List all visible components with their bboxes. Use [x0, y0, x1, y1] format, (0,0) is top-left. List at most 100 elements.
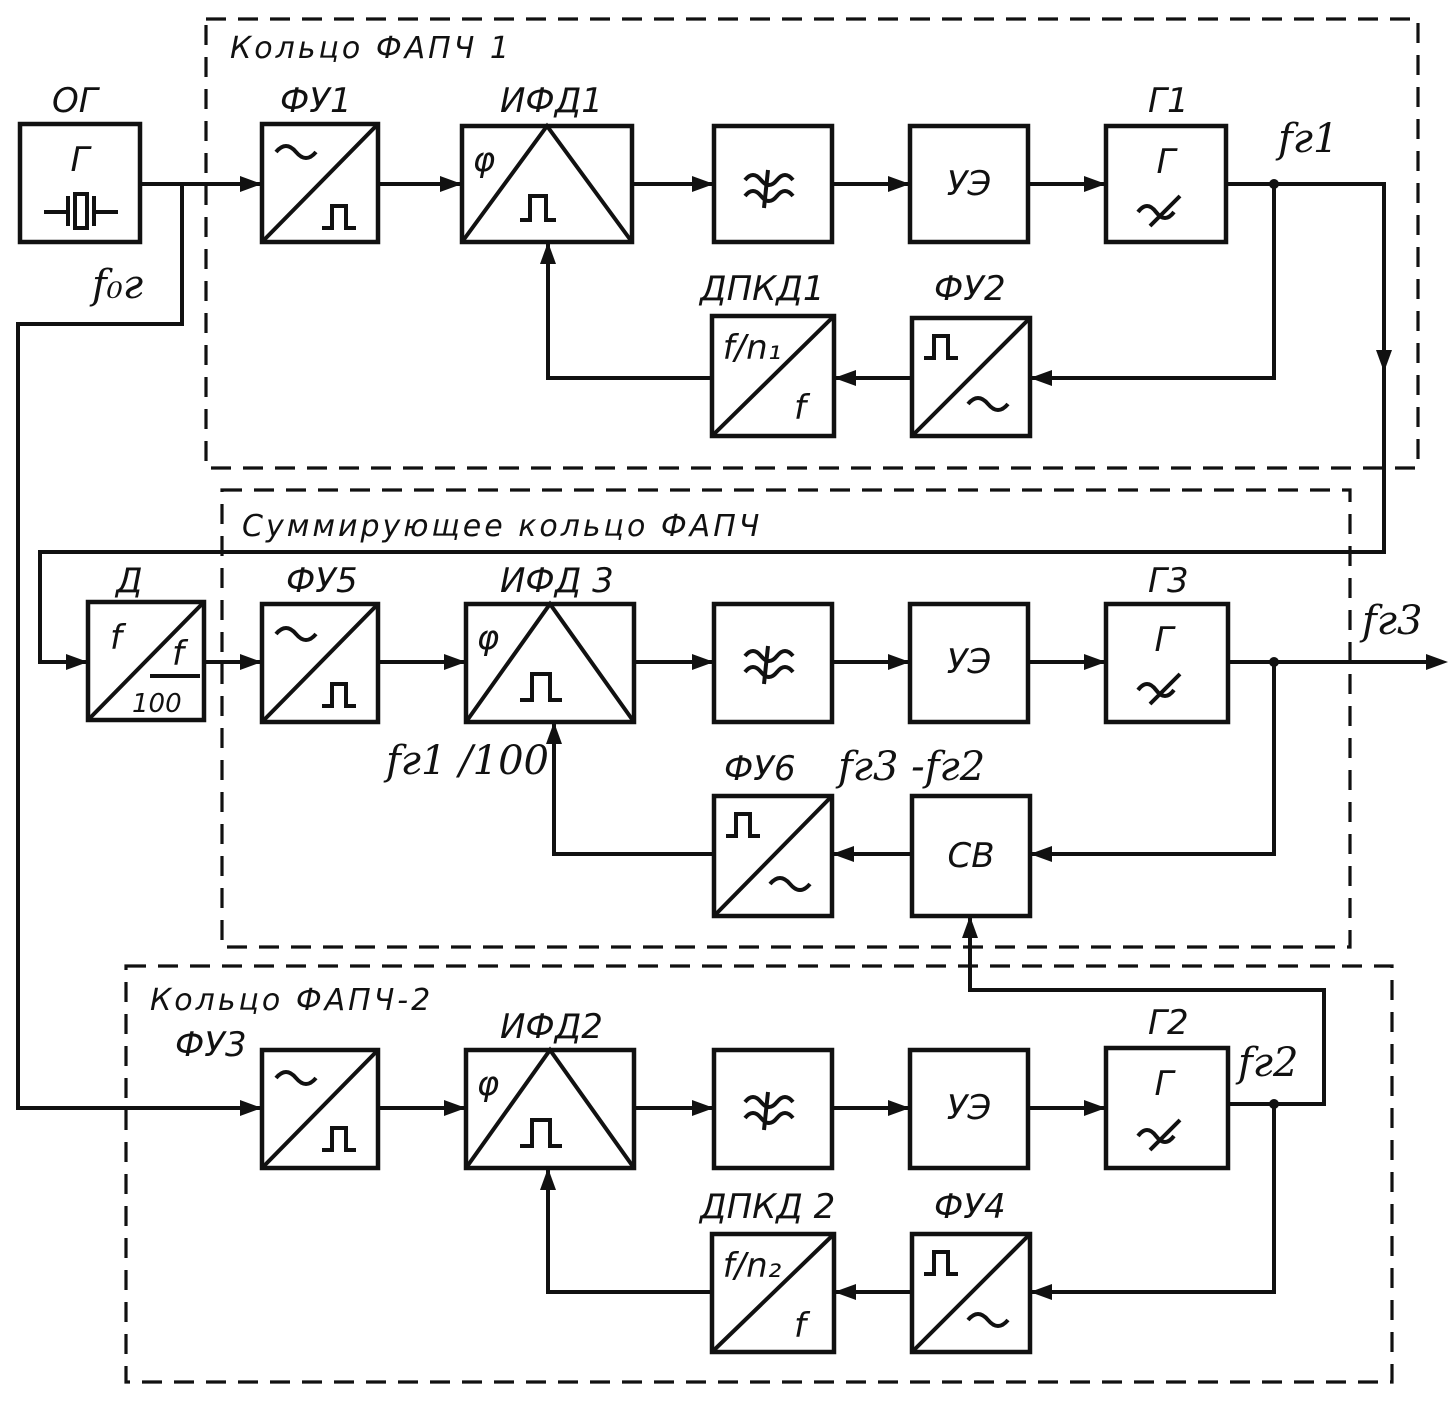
lowpass-filter-icon [743, 173, 795, 187]
arrow-right [240, 654, 262, 670]
ring1-title: Кольцо ФАПЧ 1 [230, 31, 512, 66]
fu3-block [259, 1047, 381, 1171]
ifd1-label: ИФД1 [500, 81, 603, 121]
g2-label: Г2 [1148, 1003, 1189, 1043]
arrow-up [546, 722, 562, 744]
arrow-right [692, 1100, 714, 1116]
ifd2-phi: φ [477, 1064, 500, 1104]
arrow-right [692, 176, 714, 192]
pulse-icon [924, 334, 958, 360]
arrow-right [888, 654, 910, 670]
fu1-label: ФУ1 [280, 81, 352, 121]
arrow-right [444, 654, 466, 670]
filter1-block [711, 123, 835, 245]
sine-icon [274, 1070, 318, 1086]
f-g2-label: fг2 [1235, 1040, 1298, 1086]
arrow-up [540, 1168, 556, 1190]
wire-g1-out [38, 182, 1386, 664]
dpkd1-fn: f/n₁ [723, 328, 782, 368]
lowpass-filter-icon [743, 1095, 795, 1109]
wire-fu6-ifd3 [552, 720, 716, 856]
arrow-left [1030, 846, 1052, 862]
wire-g2-sv [968, 914, 1326, 1106]
fu3-label: ФУ3 [175, 1025, 247, 1065]
sv-mixer-block: СВ [909, 793, 1033, 919]
dpkd2-fn: f/n₂ [723, 1246, 782, 1286]
arrow-right [1084, 1100, 1106, 1116]
filter3-block [711, 601, 835, 725]
sine-icon [966, 396, 1010, 412]
arrow-right [888, 176, 910, 192]
ue1-block: УЭ [907, 123, 1031, 245]
pulse-icon [520, 672, 562, 702]
wire-g3-sv [1028, 660, 1276, 856]
og-block: Г [17, 121, 143, 245]
ue3-text: УЭ [947, 642, 991, 682]
d-100: 100 [132, 689, 182, 719]
arrow-left [834, 1284, 856, 1300]
ifd1-block: φ [459, 122, 635, 245]
sv-text: СВ [947, 836, 994, 876]
junction-dot [1269, 179, 1279, 189]
arrow-up [962, 916, 978, 938]
g3-label: Г3 [1148, 561, 1189, 601]
arrow-left [1030, 1284, 1052, 1300]
wire-dpkd2-ifd2 [546, 1166, 714, 1294]
wire-og-to-ring2 [16, 182, 264, 1110]
g2-g-letter: Г [1155, 1064, 1177, 1104]
wire-dpkd1-ifd1 [546, 240, 714, 380]
ifd3-block: φ [463, 600, 637, 725]
tunable-generator-icon [1136, 682, 1176, 698]
pulse-icon [924, 1250, 958, 1276]
ifd3-label: ИФД 3 [500, 561, 614, 601]
wire-g1-fu2 [1028, 182, 1276, 380]
ue3-block: УЭ [907, 601, 1031, 725]
pulse-icon [322, 1126, 356, 1152]
ifd3-phi: φ [477, 618, 500, 658]
dpkd1-block: f/n₁ f [709, 313, 837, 439]
g3-g-letter: Г [1155, 620, 1177, 660]
sine-icon [768, 876, 812, 892]
ifd1-phi: φ [473, 140, 496, 180]
arrow-right [240, 1100, 262, 1116]
f-og-label: f₀г [89, 262, 143, 308]
ring2-title: Кольцо ФАПЧ-2 [150, 983, 433, 1018]
pulse-icon [520, 194, 556, 222]
og-g-letter: Г [71, 140, 93, 180]
pulse-icon [322, 204, 356, 230]
arrow-right [66, 654, 88, 670]
tunable-generator-icon [1136, 1128, 1176, 1144]
f-diff-label: fг3 -fг2 [835, 744, 985, 790]
fu5-label: ФУ5 [286, 561, 358, 601]
ifd2-block: φ [463, 1046, 637, 1171]
wire-g2-fu4 [1028, 1102, 1276, 1294]
fu6-label: ФУ6 [724, 749, 796, 789]
ue1-text: УЭ [947, 164, 991, 204]
dpkd2-block: f/n₂ f [709, 1231, 837, 1355]
arrow-right [1084, 176, 1106, 192]
ue2-text: УЭ [947, 1088, 991, 1128]
tunable-generator-icon [1136, 204, 1176, 220]
pulse-icon [322, 682, 356, 708]
g1-block: Г [1103, 123, 1229, 245]
arrow-left [832, 846, 854, 862]
sine-icon [966, 1312, 1010, 1328]
fu6-block [711, 793, 835, 919]
f-g3-label: fг3 [1359, 598, 1422, 644]
fu2-block [909, 315, 1033, 439]
pulse-icon [520, 1118, 562, 1148]
arrow-right [240, 176, 262, 192]
dpkd1-label: ДПКД1 [698, 269, 824, 309]
arrow-up [540, 242, 556, 264]
sum-ring-frame [220, 488, 1352, 949]
g1-label: Г1 [1148, 81, 1189, 121]
fu5-block [259, 601, 381, 725]
g2-block: Г [1103, 1045, 1231, 1171]
arrow-right [1084, 654, 1106, 670]
fu1-block [259, 121, 381, 245]
d-divider-block: f f 100 [85, 599, 207, 723]
sum-ring-title: Суммирующее кольцо ФАПЧ [242, 509, 762, 544]
f-g1-label: fг1 [1275, 116, 1338, 162]
fu2-label: ФУ2 [934, 269, 1006, 309]
junction-dot [1269, 657, 1279, 667]
